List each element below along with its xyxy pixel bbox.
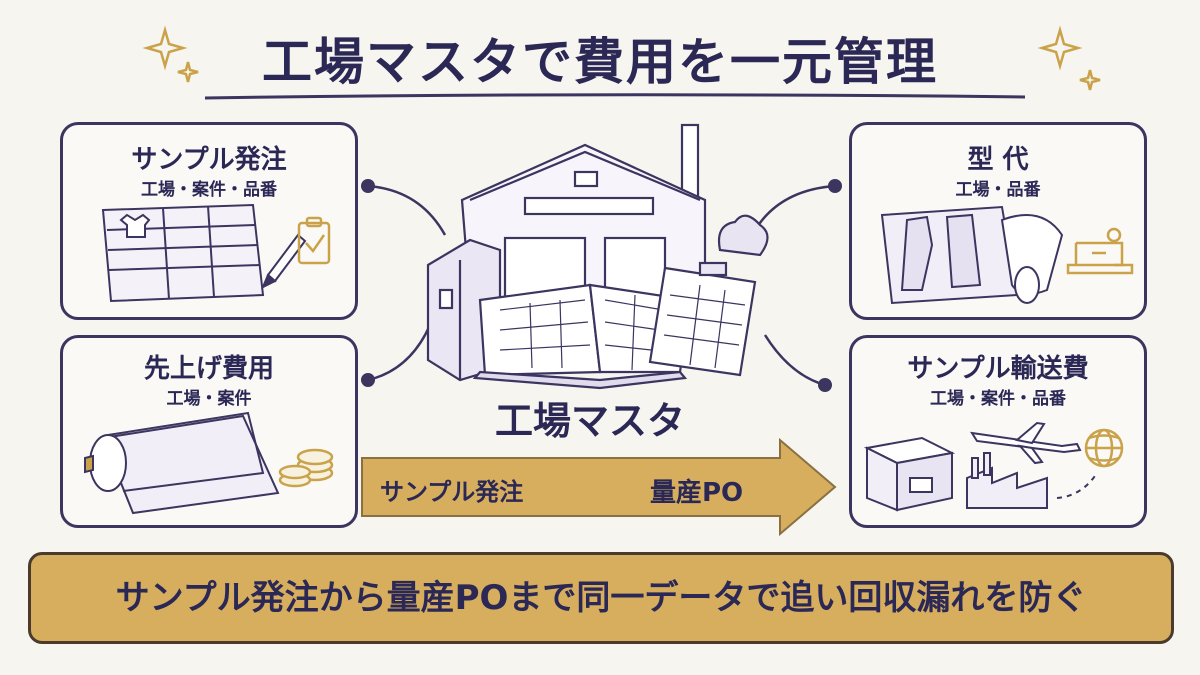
sparkle-icon xyxy=(142,25,1101,91)
arrow-shape xyxy=(361,437,837,537)
arrow-start-label: サンプル発注 xyxy=(380,478,524,506)
arrow-end-label: 量産PO xyxy=(650,478,744,508)
route-line xyxy=(1056,472,1098,499)
fabric-roll-icon xyxy=(84,411,334,515)
spreadsheet-with-pen-icon xyxy=(101,203,331,303)
bottom-message: サンプル発注から量産POまで同一データで追い回収漏れを防ぐ xyxy=(28,552,1174,644)
card-advance-cost: 先上げ費用 工場・案件 xyxy=(60,335,358,528)
coins-icon xyxy=(278,448,334,488)
card-title: サンプル輸送費 xyxy=(907,354,1089,384)
cardboard-box-icon xyxy=(863,436,956,512)
page-title: 工場マスタで費用を一元管理 xyxy=(262,33,938,91)
card-title: 型 代 xyxy=(967,145,1029,175)
card-sample-shipping: サンプル輸送費 工場・案件・品番 xyxy=(849,335,1147,528)
shipping-illustration xyxy=(863,421,1124,512)
sewing-machine-icon xyxy=(1066,227,1134,275)
card-subtitle: 工場・案件・品番 xyxy=(930,389,1066,409)
card-title: 先上げ費用 xyxy=(143,354,274,384)
factory-icon xyxy=(966,452,1048,509)
card-subtitle: 工場・品番 xyxy=(955,180,1041,200)
card-subtitle: 工場・案件 xyxy=(166,389,252,409)
clipboard-check-icon xyxy=(297,216,331,265)
airplane-icon xyxy=(970,421,1082,465)
card-subtitle: 工場・案件・品番 xyxy=(141,180,277,200)
globe-icon xyxy=(1084,428,1124,468)
factory-master-label: 工場マスタ xyxy=(494,399,685,443)
card-title: サンプル発注 xyxy=(131,145,287,175)
sewing-pattern-icon xyxy=(880,205,1134,305)
connector-dots xyxy=(361,179,842,392)
title-underline xyxy=(204,93,1026,100)
card-sample-order: サンプル発注 工場・案件・品番 xyxy=(60,122,358,320)
card-mold-cost: 型 代 工場・品番 xyxy=(849,122,1147,320)
